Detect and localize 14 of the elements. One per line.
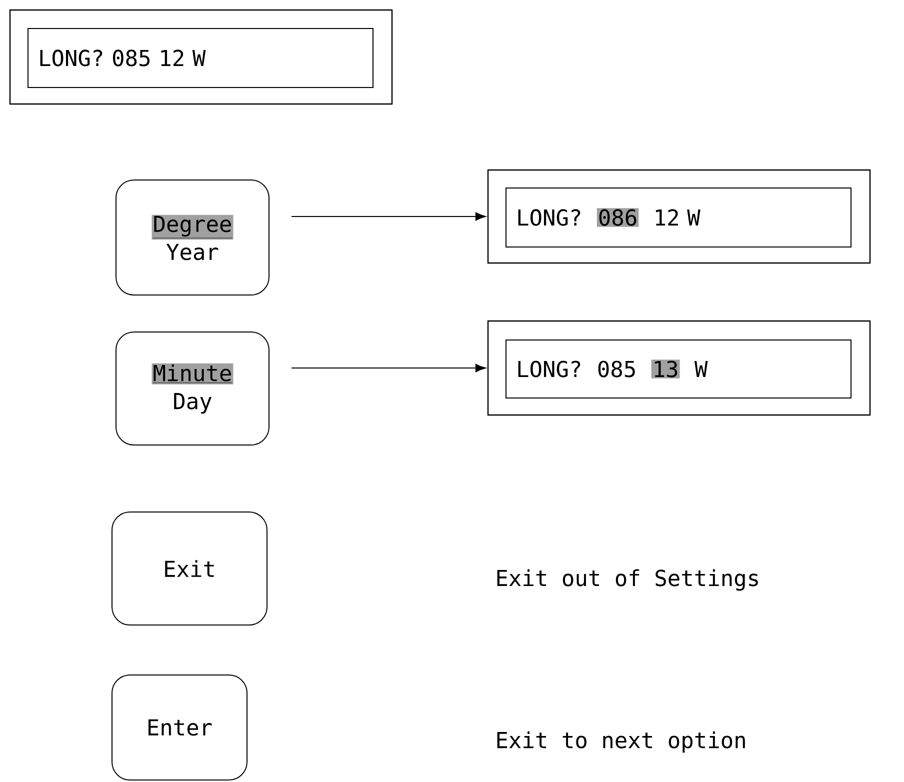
arrow [291,364,486,372]
display-frame [487,320,871,416]
arrow [291,212,486,221]
display-screen: LONG? 085 12 W [28,28,374,88]
key-button: Minute Day [116,332,270,446]
display-frame [9,9,393,105]
display-frame [487,169,871,264]
key-button: Degree Year [116,180,270,296]
description-text: Exit to next option [497,731,745,753]
key-button: Enter [112,674,248,780]
display-screen: LONG? 085 13 W [506,340,852,398]
description-text: Exit out of Settings [497,569,758,591]
display-screen: LONG? 086 12 W [506,188,852,248]
key-button: Exit [112,512,268,626]
